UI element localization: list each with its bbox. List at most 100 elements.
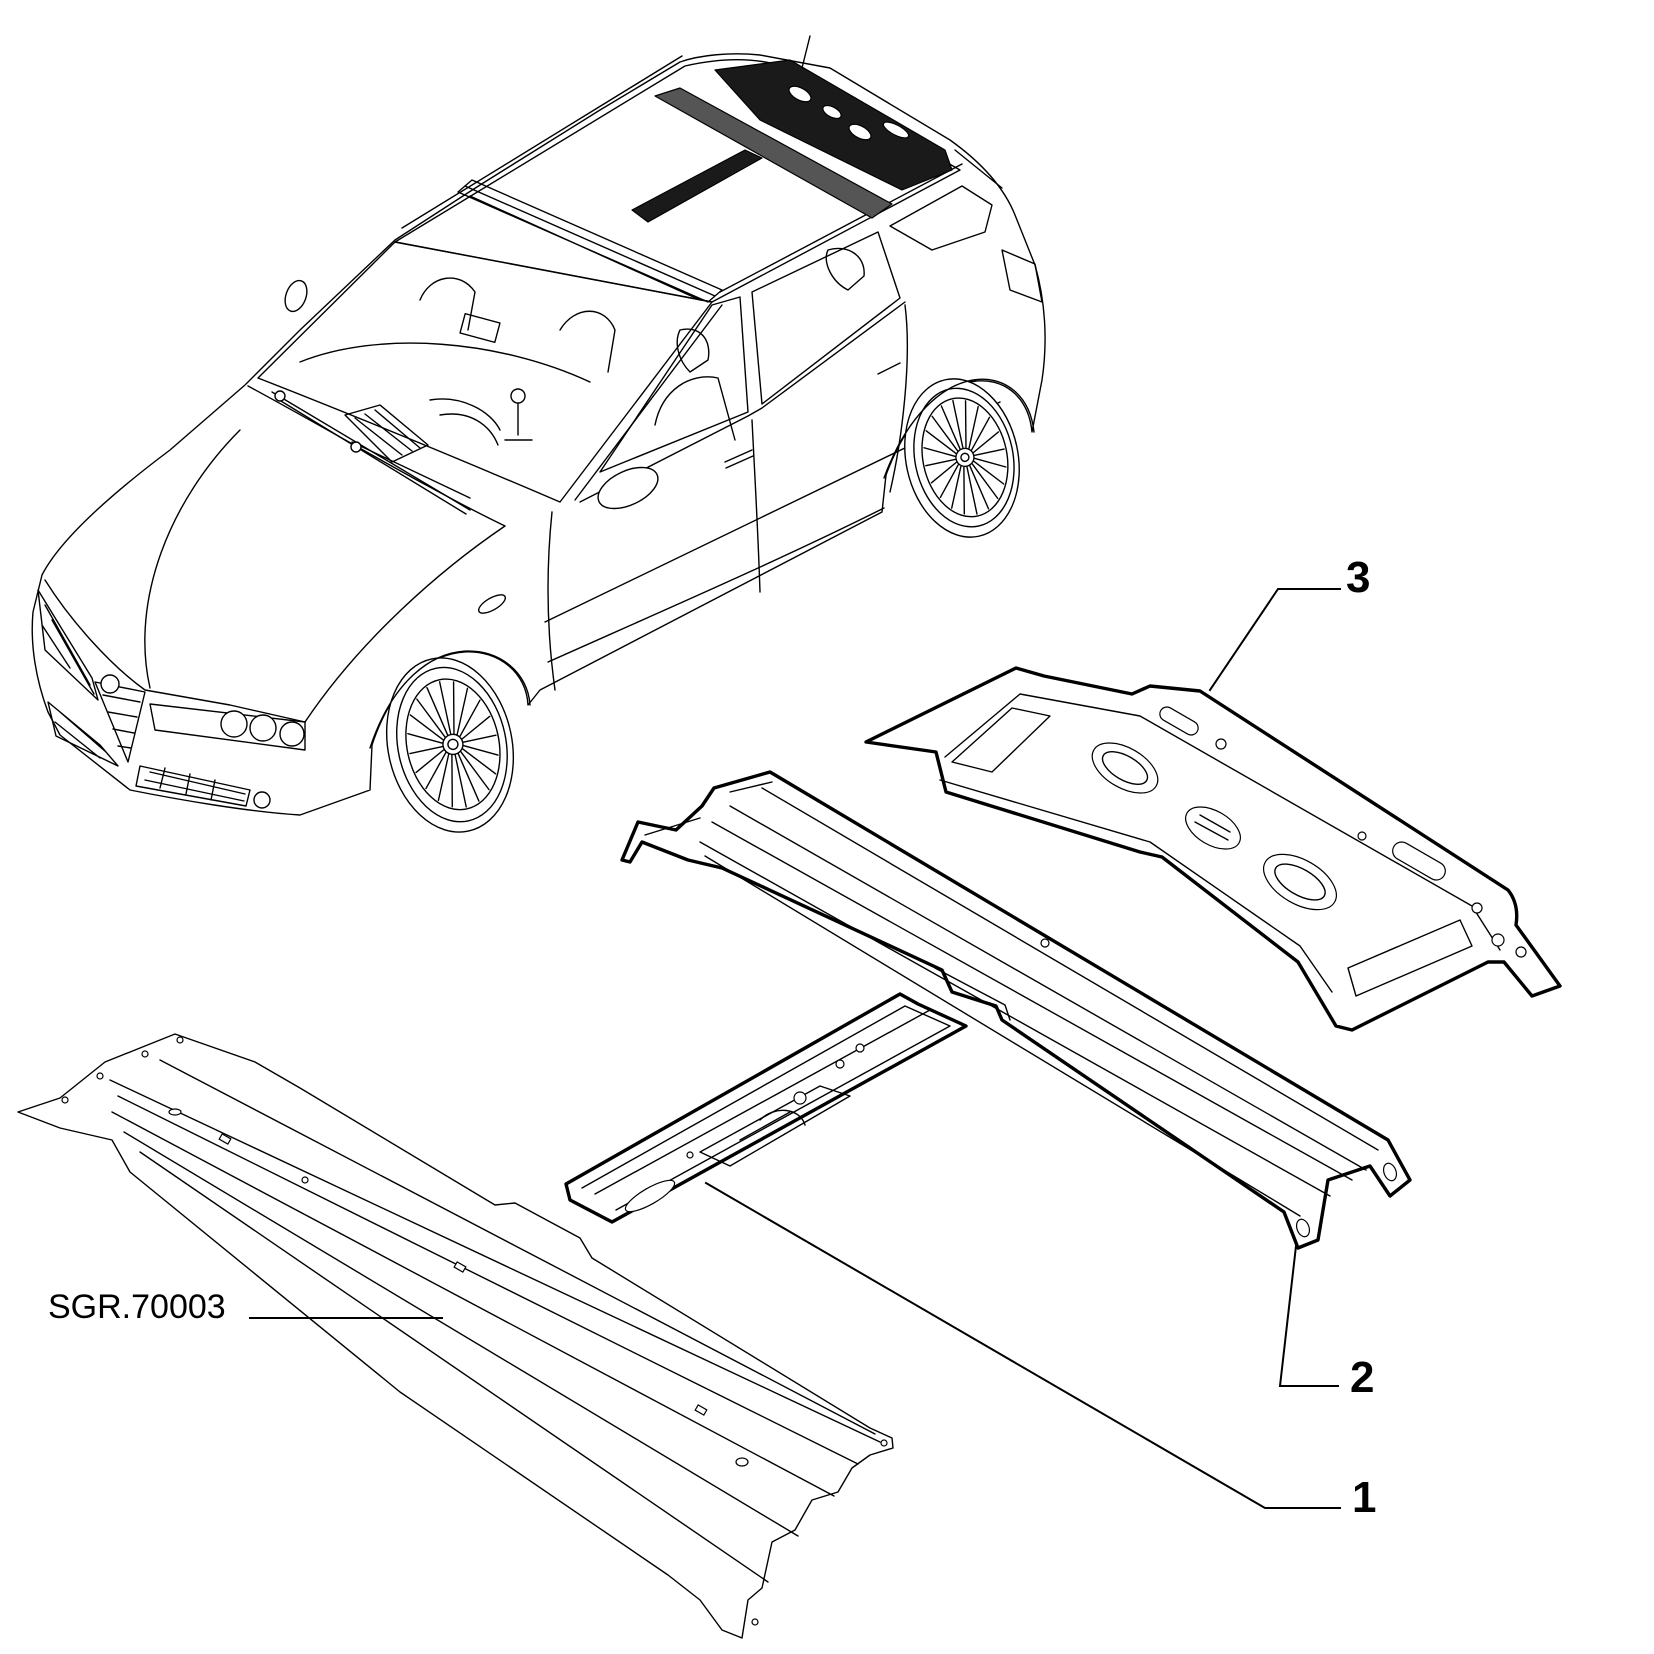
wheel-spoke bbox=[973, 460, 1005, 485]
part-1-slot bbox=[624, 1179, 676, 1213]
car-rear-hub bbox=[955, 447, 975, 468]
wheel-spoke bbox=[950, 465, 962, 509]
wheel-spoke bbox=[454, 753, 467, 808]
car-front-hub bbox=[442, 733, 464, 756]
wheel-spoke bbox=[460, 715, 491, 741]
callout-leader-2 bbox=[1278, 1244, 1339, 1387]
car-front-tire-sidewall bbox=[396, 666, 508, 823]
wheel-spoke bbox=[966, 466, 978, 515]
wheel-spoke bbox=[968, 405, 979, 449]
wheel-spoke bbox=[930, 461, 957, 484]
wheel-spoke bbox=[925, 458, 956, 467]
car-roof-rail-left bbox=[401, 55, 683, 229]
part-1-hole bbox=[793, 1091, 807, 1105]
wheel-spoke bbox=[438, 681, 452, 736]
part-1-hole bbox=[835, 1059, 845, 1069]
part-3-small-hole bbox=[1491, 933, 1505, 947]
part-3-outline bbox=[864, 666, 1562, 1032]
car-a-pillar-line bbox=[574, 304, 723, 501]
car-headlight bbox=[249, 714, 277, 742]
car-dashboard bbox=[299, 342, 591, 383]
car-lower-intake bbox=[135, 765, 251, 807]
reference-roof-panel bbox=[17, 1033, 894, 1639]
car-console-lines bbox=[429, 398, 501, 446]
car-front-hub-center bbox=[447, 738, 459, 751]
car-fog-light bbox=[253, 791, 271, 809]
car-front-seat-back bbox=[654, 376, 736, 441]
callout-leader-1 bbox=[704, 1181, 1341, 1509]
car-headlight bbox=[279, 721, 305, 747]
wheel-spoke bbox=[456, 687, 469, 736]
car-rear-door-window bbox=[751, 231, 901, 405]
car-badge bbox=[100, 674, 120, 694]
car-rear-wheel bbox=[904, 378, 1020, 538]
part-3-oval-hole-inner bbox=[1194, 814, 1231, 841]
part-1-hole bbox=[855, 1043, 865, 1053]
reference-panel-rib bbox=[139, 1151, 769, 1583]
part-1-outline bbox=[564, 992, 968, 1224]
part-1-center-line bbox=[594, 1009, 931, 1195]
part-2-rib-line bbox=[704, 855, 1301, 1217]
wheel-spoke bbox=[416, 698, 447, 739]
car-gear-lever bbox=[504, 399, 533, 441]
part-1-recess-detail bbox=[739, 1109, 806, 1141]
car-headlight-housing bbox=[149, 703, 306, 751]
reference-panel-hole bbox=[751, 1618, 759, 1626]
car-headlight bbox=[220, 710, 248, 738]
wheel-spoke bbox=[923, 447, 956, 458]
part-2-mount-hole bbox=[1382, 1162, 1398, 1182]
wheel-spoke bbox=[972, 431, 1000, 454]
wheel-spoke bbox=[974, 448, 1005, 456]
part-3-slot bbox=[1392, 841, 1446, 881]
car-rear-door-edge bbox=[889, 304, 909, 493]
part-3-left-recess bbox=[951, 707, 1051, 773]
reference-panel-hole bbox=[880, 1439, 888, 1447]
part-3-small-hole bbox=[1471, 902, 1483, 914]
wheel-spoke bbox=[459, 750, 490, 791]
wheel-spoke bbox=[462, 744, 499, 756]
car-mirror-near bbox=[597, 466, 659, 510]
car-roof-part-3-marker bbox=[714, 59, 953, 191]
car-rear-hub-center bbox=[960, 452, 970, 463]
wheel-spoke bbox=[461, 747, 497, 775]
car-hood-near-edge bbox=[304, 525, 506, 723]
reference-panel-tab bbox=[453, 1261, 467, 1273]
reference-panel-rib bbox=[111, 1111, 835, 1497]
part-1-hole bbox=[686, 1151, 694, 1159]
car-rear-headrest bbox=[825, 247, 865, 291]
wheel-spoke bbox=[437, 752, 450, 802]
car-side-lower-crease bbox=[547, 507, 885, 663]
car-rear-lamp bbox=[1001, 249, 1043, 303]
reference-panel-rib bbox=[159, 1059, 876, 1435]
wheel-spoke bbox=[931, 415, 959, 452]
reference-panel-hole bbox=[301, 1176, 309, 1184]
car-rear-quarter-window bbox=[889, 185, 993, 251]
car-center-vent bbox=[344, 404, 429, 463]
wheel-spoke bbox=[970, 416, 991, 451]
car-roof-rail-right bbox=[719, 163, 963, 293]
reference-panel-tab bbox=[694, 1404, 708, 1416]
reference-panel-tab bbox=[218, 1133, 232, 1145]
part-2-rib-line bbox=[699, 841, 1331, 1197]
part-2-rib-line bbox=[711, 821, 1353, 1181]
car-lower-grille bbox=[47, 701, 119, 767]
wheel-spoke bbox=[925, 430, 957, 455]
part-3-small-hole bbox=[1357, 831, 1367, 841]
wheel-spoke bbox=[458, 699, 481, 738]
car-antenna-leader bbox=[801, 35, 811, 69]
car-wiper-pivot bbox=[350, 441, 362, 453]
callout-label-2: 2 bbox=[1350, 1353, 1374, 1402]
car-roof-part-3-hole bbox=[822, 104, 842, 120]
reference-panel-hole bbox=[168, 1108, 182, 1116]
car-rear-wheel-spokes bbox=[923, 399, 1007, 515]
part-2-rib-line bbox=[761, 787, 1379, 1151]
part-3-small-hole bbox=[1515, 946, 1527, 958]
car-roof-front-header bbox=[457, 179, 723, 303]
car-door-split-line bbox=[751, 419, 761, 593]
reference-code-label: SGR.70003 bbox=[48, 1288, 226, 1326]
car-roof-part-1-marker bbox=[631, 149, 763, 223]
car-illustration bbox=[31, 35, 1046, 833]
reference-panel-outline bbox=[17, 1033, 894, 1639]
car-side-marker bbox=[477, 594, 507, 614]
part-2-roof-crossmember bbox=[620, 770, 1412, 1250]
